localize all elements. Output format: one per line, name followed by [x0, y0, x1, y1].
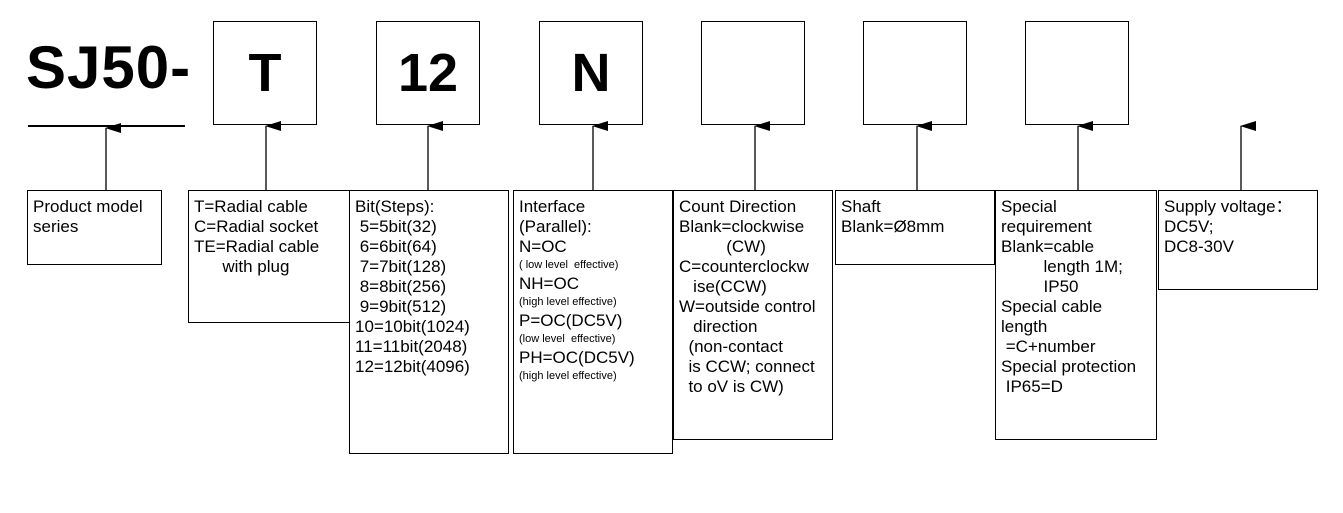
description-line: Special protection — [1001, 357, 1137, 376]
description-box-3: Bit(Steps): 5=5bit(32) 6=6bit(64) 7=7bit… — [349, 190, 509, 454]
description-line: Special — [1001, 197, 1057, 216]
description-line: (CW) — [679, 237, 766, 256]
description-line: (Parallel): — [519, 217, 592, 236]
description-line: 8=8bit(256) — [355, 277, 447, 296]
description-line: P=OC(DC5V) — [519, 311, 623, 330]
code-box-1: T — [213, 21, 317, 125]
description-line: Blank=clockwise — [679, 217, 805, 236]
description-line: IP50 — [1001, 277, 1079, 296]
description-line: Shaft — [841, 197, 881, 216]
description-box-8: Supply voltage：DC5V;DC8-30V — [1158, 190, 1318, 290]
description-line: (low level effective) — [519, 333, 616, 345]
description-line: 9=9bit(512) — [355, 297, 447, 316]
description-line: 5=5bit(32) — [355, 217, 437, 236]
description-line: direction — [679, 317, 758, 336]
code-box-2: 12 — [376, 21, 480, 125]
description-line: Product model — [33, 197, 143, 216]
description-line: is CCW; connect — [679, 357, 815, 376]
prefix-underline — [28, 125, 185, 127]
description-line: length — [1001, 317, 1048, 336]
description-line: length 1M; — [1001, 257, 1123, 276]
description-line: (high level effective) — [519, 370, 617, 382]
code-box-4 — [701, 21, 805, 125]
description-line: W=outside control — [679, 297, 816, 316]
description-line: NH=OC — [519, 274, 579, 293]
description-line: 12=12bit(4096) — [355, 357, 470, 376]
description-line: DC8-30V — [1164, 237, 1234, 256]
description-line: Count Direction — [679, 197, 797, 216]
description-line: requirement — [1001, 217, 1092, 236]
description-line: Special cable — [1001, 297, 1103, 316]
description-box-4: Interface(Parallel):N=OC ( low level effe… — [513, 190, 673, 454]
description-line: 11=11bit(2048) — [355, 337, 468, 356]
description-line: 7=7bit(128) — [355, 257, 447, 276]
description-line: Blank=cable — [1001, 237, 1095, 256]
description-line: Bit(Steps): — [355, 197, 435, 216]
description-line: (high level effective) — [519, 296, 617, 308]
description-line: 10=10bit(1024) — [355, 317, 470, 336]
code-box-5 — [863, 21, 967, 125]
description-line: ( low level effective) — [519, 259, 619, 271]
code-box-6 — [1025, 21, 1129, 125]
code-box-3: N — [539, 21, 643, 125]
description-line: with plug — [194, 257, 290, 276]
description-line: 6=6bit(64) — [355, 237, 437, 256]
description-line: IP65=D — [1001, 377, 1063, 396]
description-line: Interface — [519, 197, 586, 216]
description-line: TE=Radial cable — [194, 237, 320, 256]
description-line: Supply voltage： — [1164, 197, 1293, 216]
description-line: Blank=Ø8mm — [841, 217, 945, 236]
description-line: N=OC — [519, 237, 567, 256]
description-line: DC5V; — [1164, 217, 1214, 236]
description-line: C=Radial socket — [194, 217, 319, 236]
description-line: (non-contact — [679, 337, 783, 356]
description-line: series — [33, 217, 79, 236]
model-prefix: SJ50- — [26, 34, 192, 101]
description-line: ise(CCW) — [679, 277, 767, 296]
description-line: =C+number — [1001, 337, 1096, 356]
description-line: C=counterclockw — [679, 257, 809, 276]
description-line: T=Radial cable — [194, 197, 308, 216]
description-line: PH=OC(DC5V) — [519, 348, 635, 367]
description-line: to oV is CW) — [679, 377, 784, 396]
